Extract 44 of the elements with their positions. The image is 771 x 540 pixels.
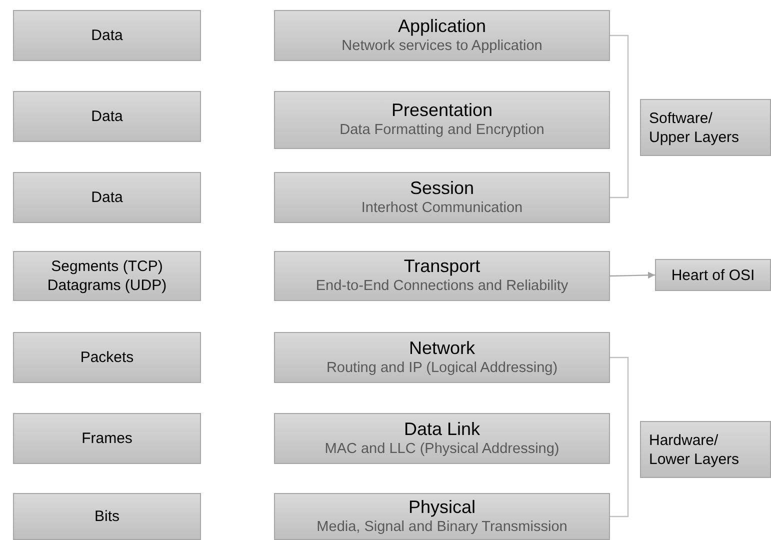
box-label: Frames — [82, 429, 132, 448]
connector-line — [610, 356, 629, 518]
data-unit-box — [13, 172, 201, 223]
arrow — [610, 272, 656, 279]
layer-description: Data Formatting and Encryption — [340, 121, 544, 140]
box-label: Data — [91, 26, 123, 45]
layer-box — [274, 493, 610, 540]
layer-box — [274, 332, 610, 383]
box-label: Data — [91, 107, 123, 126]
connector-line — [610, 34, 629, 198]
box-label: Packets — [80, 348, 134, 367]
layer-box — [274, 10, 610, 61]
data-unit-box — [13, 413, 201, 464]
layer-description: Routing and IP (Logical Addressing) — [326, 358, 558, 378]
box-label: Bits — [94, 507, 120, 526]
layer-name: Transport — [404, 256, 480, 277]
layer-description: Media, Signal and Binary Transmission — [316, 518, 568, 536]
layer-description: End-to-End Connections and Reliability — [316, 277, 568, 296]
box-label: Heart of OSI — [671, 266, 755, 284]
group-box — [655, 259, 771, 291]
layer-box — [274, 251, 610, 301]
group-box — [640, 421, 771, 478]
layer-description: Interhost Communication — [361, 198, 523, 218]
data-unit-box — [13, 91, 201, 142]
layer-name: Presentation — [391, 100, 493, 121]
box-label: Data — [91, 188, 123, 207]
layer-name: Session — [410, 178, 474, 198]
data-unit-box — [13, 493, 201, 540]
layer-box — [274, 413, 610, 464]
box-label: Segments (TCP) Datagrams (UDP) — [46, 257, 168, 295]
data-unit-box — [13, 251, 201, 301]
box-label: Software/ Upper Layers — [649, 108, 740, 146]
box-label: Hardware/ Lower Layers — [649, 430, 740, 468]
layer-box — [274, 91, 610, 149]
layer-description: MAC and LLC (Physical Addressing) — [324, 440, 560, 458]
layer-name: Application — [398, 16, 486, 36]
data-unit-box — [13, 10, 201, 61]
layer-box — [274, 172, 610, 223]
group-box — [640, 99, 771, 156]
layer-name: Network — [408, 338, 475, 358]
layer-name: Data Link — [404, 418, 480, 440]
layer-description: Network services to Application — [342, 36, 542, 56]
layer-name: Physical — [408, 496, 476, 518]
data-unit-box — [13, 332, 201, 383]
